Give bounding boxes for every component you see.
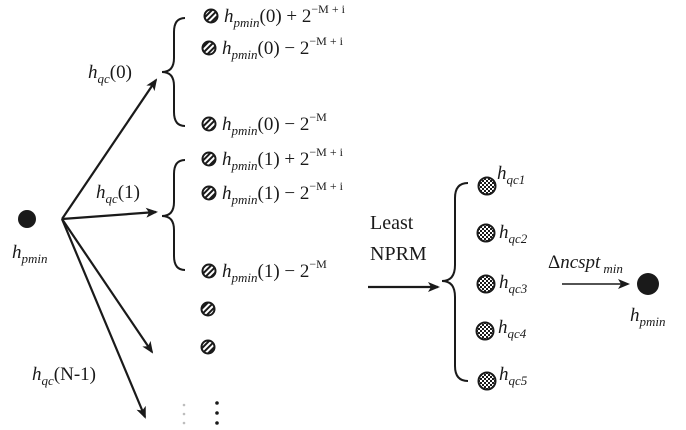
ellipsis-icon (215, 401, 219, 425)
group1-term-0: hpmin(1) + 2−M + i (222, 145, 344, 173)
step-label-line1: Least (370, 212, 414, 234)
candidate-label-3: hqc3 (499, 272, 528, 296)
group0-term-1: hpmin(0) − 2−M + i (222, 34, 344, 62)
result-node-label: hpmin (630, 305, 666, 329)
candidate-icon (476, 223, 496, 243)
term-icon (200, 301, 216, 317)
term-icon (201, 116, 217, 132)
group1-term-1: hpmin(1) − 2−M + i (222, 179, 344, 207)
term-icon (200, 339, 216, 355)
candidate-label-1: hqc1 (497, 163, 525, 187)
group1-term-2: hpmin(1) − 2−M (222, 257, 327, 285)
arrow-branch-0 (61, 78, 158, 220)
arrow-branch-1 (61, 207, 158, 221)
branch-label-1: hqc(1) (96, 182, 140, 206)
term-icon (201, 151, 217, 167)
candidate-label-5: hqc5 (499, 364, 528, 388)
root-node-icon (18, 210, 36, 228)
term-icon (201, 185, 217, 201)
branch-label-0: hqc(0) (88, 62, 132, 86)
arrow-branch-2 (61, 218, 154, 354)
group0-term-2: hpmin(0) − 2−M (222, 110, 327, 138)
group0-term-0: hpmin(0) + 2−M + i (224, 2, 346, 30)
branch-label-2: hqc(N-1) (32, 364, 96, 388)
candidate-icon (477, 176, 497, 196)
term-icon (201, 263, 217, 279)
brace-group-1 (161, 159, 186, 271)
candidate-label-4: hqc4 (498, 317, 527, 341)
arrow-branch-3 (60, 218, 147, 419)
candidate-label-2: hqc2 (499, 222, 528, 246)
candidate-icon (477, 371, 497, 391)
root-node-label: hpmin (12, 242, 48, 266)
ellipsis-faint-icon (182, 403, 186, 425)
term-icon (203, 8, 219, 24)
brace-group-0 (161, 17, 186, 127)
brace-candidates (441, 182, 469, 382)
result-node-icon (637, 273, 659, 295)
candidate-icon (476, 274, 496, 294)
step-label-line2: NPRM (370, 243, 427, 265)
candidate-icon (475, 321, 495, 341)
term-icon (201, 40, 217, 56)
